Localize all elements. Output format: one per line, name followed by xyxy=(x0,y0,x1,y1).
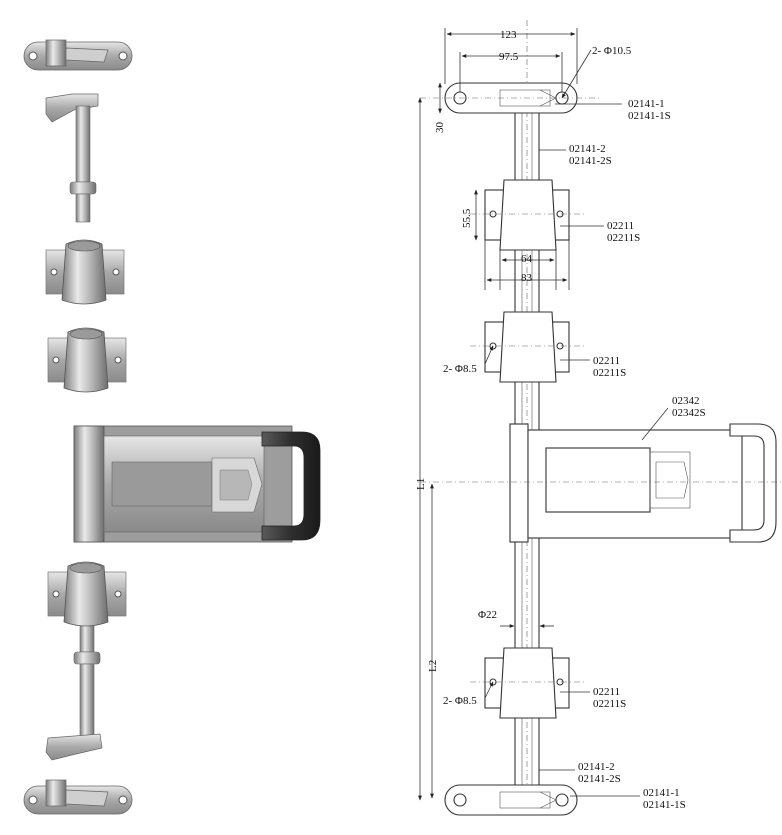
part-top-bracket-code: 02141-1 xyxy=(628,98,665,110)
dim-123: 123 xyxy=(500,29,517,41)
part-bottom-rod-code-s: 02141-2S xyxy=(578,773,621,785)
part-handle-code-s: 02342S xyxy=(672,407,706,419)
part-guide-1-code-s: 02211S xyxy=(607,232,640,244)
part-top-rod-code: 02141-2 xyxy=(569,143,606,155)
top-bracket-line xyxy=(420,82,600,114)
part-guide-3-code: 02211 xyxy=(593,686,620,698)
guide-line-3 xyxy=(470,647,585,719)
bottom-rod-render xyxy=(45,625,103,761)
handle-line xyxy=(420,423,782,543)
part-top-rod-code-s: 02141-2S xyxy=(569,155,612,167)
dim-l2: L2 xyxy=(427,660,439,672)
dim-83: 83 xyxy=(521,272,533,284)
dim-97-5: 97.5 xyxy=(499,51,519,63)
part-bottom-rod-code: 02141-2 xyxy=(578,761,615,773)
dimension-labels: 123 97.5 2- Φ10.5 30 55.5 64 83 2- Φ8.5 … xyxy=(415,29,632,707)
part-number-labels: 02141-1 02141-1S 02141-2 02141-2S 02211 … xyxy=(569,98,706,811)
bottom-bracket-render xyxy=(23,779,133,815)
dim-hole-10-5: 2- Φ10.5 xyxy=(592,45,632,57)
dim-hole-8-5-upper: 2- Φ8.5 xyxy=(443,363,477,375)
guide-line-2 xyxy=(470,311,585,383)
dim-rod-22: Φ22 xyxy=(478,609,497,621)
dim-55-5: 55.5 xyxy=(461,208,473,228)
guide-render-1 xyxy=(45,239,125,305)
exploded-parts-view xyxy=(23,39,321,815)
top-bracket-render xyxy=(23,39,133,71)
dim-l1: L1 xyxy=(415,478,427,490)
bottom-bracket-line xyxy=(444,784,578,816)
part-guide-3-code-s: 02211S xyxy=(593,698,626,710)
handle-render xyxy=(73,425,321,543)
part-bottom-bracket-code-s: 02141-1S xyxy=(643,799,686,811)
dim-30: 30 xyxy=(434,122,446,134)
line-drawing-view xyxy=(420,20,782,816)
dim-hole-8-5-lower: 2- Φ8.5 xyxy=(443,695,477,707)
guide-line-1 xyxy=(470,179,585,251)
guide-render-2 xyxy=(47,327,127,393)
part-handle-code: 02342 xyxy=(672,395,700,407)
top-rod-render xyxy=(45,93,99,223)
part-bottom-bracket-code: 02141-1 xyxy=(643,787,680,799)
dimension-lines xyxy=(418,28,669,801)
guide-render-3 xyxy=(47,561,127,627)
part-guide-1-code: 02211 xyxy=(607,220,634,232)
part-guide-2-code: 02211 xyxy=(593,355,620,367)
part-top-bracket-code-s: 02141-1S xyxy=(628,110,671,122)
dim-64: 64 xyxy=(521,253,533,265)
part-guide-2-code-s: 02211S xyxy=(593,367,626,379)
